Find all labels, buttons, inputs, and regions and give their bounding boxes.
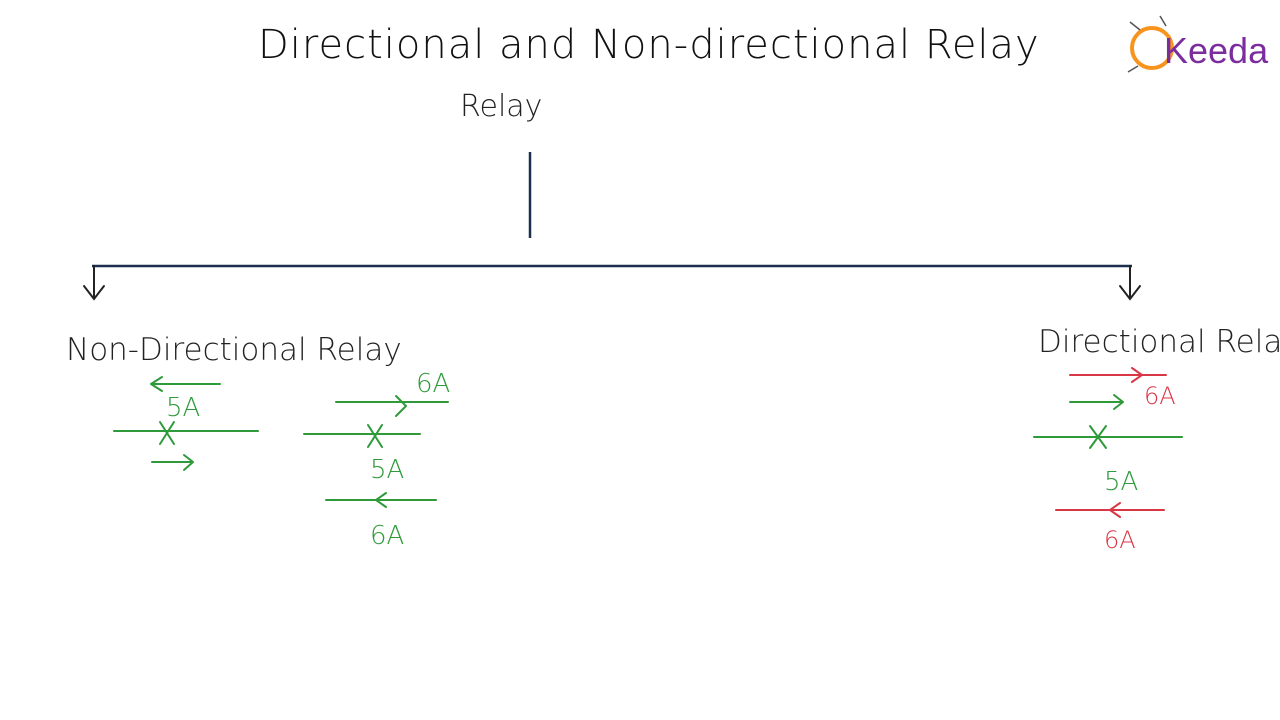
arrow-left-icon: [375, 492, 387, 508]
fault-cross-icon: [1089, 425, 1107, 449]
logo-text: Keeda: [1164, 30, 1269, 71]
current-label: 5A: [166, 393, 200, 423]
logo-ring-icon: [1130, 26, 1174, 70]
diagram-title: Directional and Non-directional Relay: [258, 22, 1040, 68]
arrow-right-icon: [183, 454, 194, 471]
logo-wire-icon: [1129, 21, 1141, 31]
fault-cross-icon: [367, 424, 383, 448]
directional-relay-label: Directional Relay: [1038, 324, 1280, 360]
left-arrow-down-icon: [83, 265, 105, 301]
directional-case: 6A 5A 6A: [1033, 367, 1183, 554]
root-node-label: Relay: [460, 89, 542, 124]
non-directional-relay-label: Non-Directional Relay: [66, 332, 402, 368]
logo-wire-icon: [1127, 65, 1139, 73]
logo-wire-icon: [1159, 15, 1167, 27]
middle-current-label: 5A: [370, 455, 404, 485]
arrow-left-icon: [1109, 502, 1121, 518]
fault-cross-icon: [159, 421, 175, 445]
non-directional-case-1: 5A: [113, 376, 259, 471]
right-arrow-down-icon: [1119, 265, 1141, 301]
non-directional-case-2: 6A 5A 6A: [303, 369, 450, 551]
arrow-right-icon: [1113, 394, 1124, 410]
arrow-left-icon: [150, 376, 163, 392]
top-current-label: 6A: [416, 369, 450, 399]
bottom-current-label: 6A: [370, 521, 404, 551]
top-current-label: 6A: [1144, 382, 1176, 410]
arrow-right-icon: [1131, 367, 1143, 383]
middle-current-label: 5A: [1104, 467, 1138, 497]
ekeeda-logo: Keeda: [1127, 15, 1269, 73]
bottom-current-label: 6A: [1104, 526, 1136, 554]
arrow-right-icon: [395, 395, 407, 417]
